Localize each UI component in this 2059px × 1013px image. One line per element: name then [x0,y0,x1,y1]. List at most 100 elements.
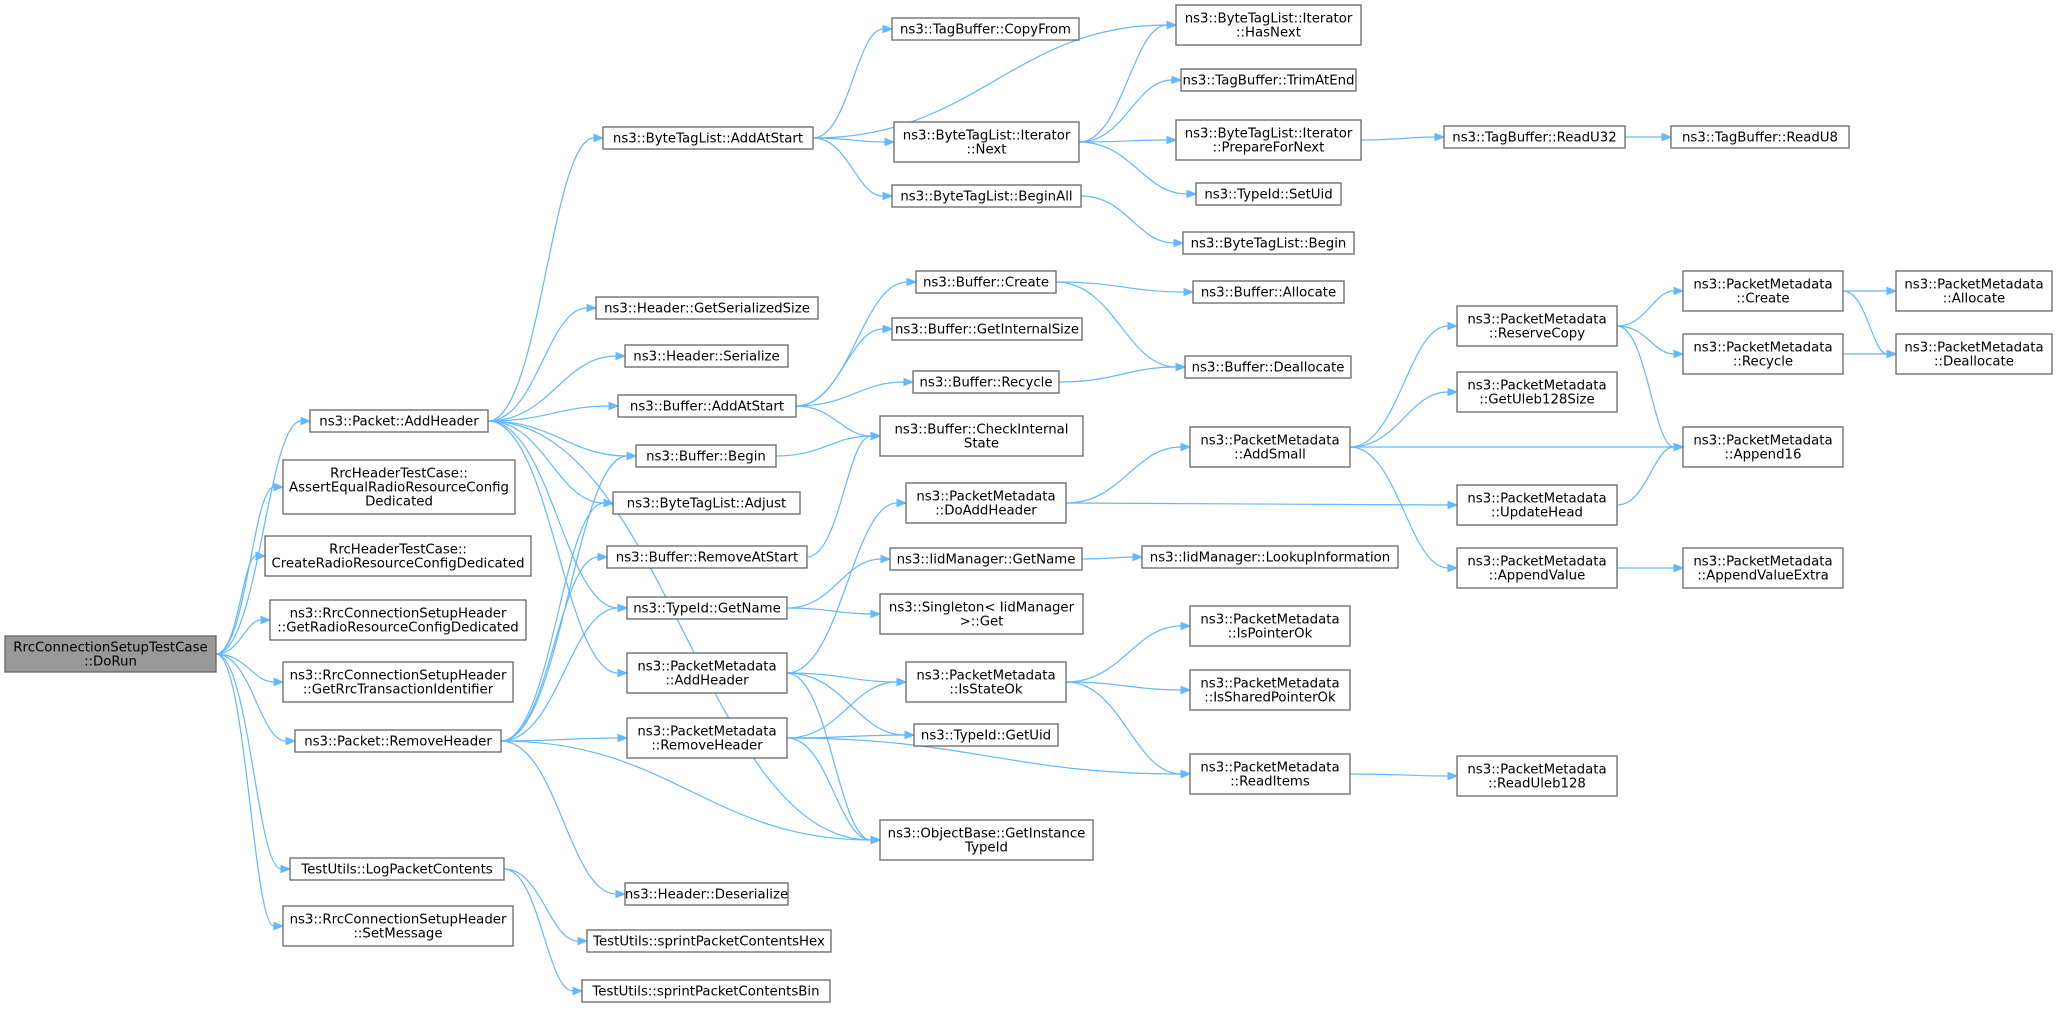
graph-node[interactable]: TestUtils::LogPacketContents [289,857,505,881]
graph-node[interactable]: ns3::PacketMetadata::GetUleb128Size [1456,371,1618,413]
graph-node[interactable]: ns3::Buffer::Allocate [1192,280,1345,304]
call-edge [1616,286,1685,327]
graph-node[interactable]: ns3::Buffer::AddAtStart [617,394,797,418]
graph-node[interactable]: ns3::Buffer::Deallocate [1184,355,1352,379]
graph-node[interactable]: ns3::Buffer::Begin [635,444,777,468]
graph-node[interactable]: ns3::TagBuffer::TrimAtEnd [1180,68,1357,92]
graph-node[interactable]: ns3::Buffer::Recycle [912,370,1060,394]
node-label: ::Allocate [1943,292,2005,307]
graph-node[interactable]: ns3::TypeId::GetUid [913,723,1059,747]
node-box [581,979,831,1003]
graph-node[interactable]: ns3::PacketMetadata::Recycle [1682,333,1844,375]
node-box [1682,426,1844,468]
graph-node[interactable]: ns3::ByteTagList::Adjust [612,491,801,515]
graph-node[interactable]: ns3::ByteTagList::BeginAll [891,184,1082,208]
call-edge [795,377,915,407]
node-label: ns3::PacketMetadata [1467,379,1606,394]
node-box [626,652,788,694]
node-label: ns3::ByteTagList::Iterator [903,129,1071,144]
graph-node[interactable]: ns3::RrcConnectionSetupHeader::GetRrcTra… [282,661,514,703]
graph-node[interactable]: ns3::PacketMetadata::IsPointerOk [1189,605,1351,647]
graph-node[interactable]: ns3::Header::Serialize [624,344,789,368]
graph-node[interactable]: TestUtils::sprintPacketContentsHex [586,929,832,953]
node-label: RrcHeaderTestCase:: [330,467,468,482]
node-label: ns3::PacketMetadata [637,725,776,740]
node-box [891,317,1083,341]
graph-node[interactable]: ns3::Packet::AddHeader [309,409,489,433]
graph-node[interactable]: ns3::PacketMetadata::Deallocate [1895,333,2053,375]
graph-node[interactable]: ns3::ByteTagList::AddAtStart [602,126,814,150]
graph-node[interactable]: ns3::Buffer::RemoveAtStart [606,545,808,569]
graph-node[interactable]: ns3::RrcConnectionSetupHeader::SetMessag… [282,905,514,947]
graph-node[interactable]: ns3::PacketMetadata::Append16 [1682,426,1844,468]
call-edge [1349,771,1459,781]
graph-node[interactable]: ns3::TagBuffer::CopyFrom [891,17,1080,41]
graph-node[interactable]: ns3::PacketMetadata::ReadItems [1189,753,1351,795]
graph-node[interactable]: ns3::PacketMetadata::AppendValue [1456,547,1618,589]
graph-node[interactable]: ns3::PacketMetadata::IsSharedPointerOk [1189,669,1351,711]
call-edge [1624,132,1673,142]
node-label: ::Create [1736,292,1789,307]
graph-node[interactable]: ns3::PacketMetadata::Allocate [1895,270,2053,312]
graph-node[interactable]: ns3::ByteTagList::Iterator::PrepareForNe… [1175,119,1362,161]
graph-node[interactable]: ns3::ByteTagList::Iterator::HasNext [1175,4,1362,46]
graph-node[interactable]: ns3::PacketMetadata::IsStateOk [905,661,1067,703]
graph-node[interactable]: ns3::PacketMetadata::Create [1682,270,1844,312]
node-box [1443,125,1626,149]
call-edge [812,137,894,201]
node-label: ::DoRun [84,655,137,670]
graph-node[interactable]: ns3::Header::GetSerializedSize [595,296,819,320]
graph-node-root[interactable]: RrcConnectionSetupTestCase::DoRun [4,635,217,673]
graph-node[interactable]: TestUtils::sprintPacketContentsBin [581,979,831,1003]
node-box [1682,547,1844,589]
graph-node[interactable]: ns3::ByteTagList::Iterator::Next [893,121,1080,163]
graph-node[interactable]: ns3::PacketMetadata::ReadUleb128 [1456,755,1618,797]
graph-node[interactable]: ns3::ByteTagList::Begin [1182,231,1355,255]
node-box [1456,305,1618,347]
graph-node[interactable]: ns3::PacketMetadata::UpdateHead [1456,484,1618,526]
graph-node[interactable]: ns3::PacketMetadata::ReserveCopy [1456,305,1618,347]
call-edge [1078,141,1198,199]
node-box [1192,280,1345,304]
node-box [617,394,797,418]
call-edge [487,420,629,613]
node-label: TypeId [964,841,1008,856]
node-layer: RrcConnectionSetupTestCase::DoRunns3::Pa… [4,4,2053,1003]
node-label: ::AddHeader [665,674,749,689]
graph-node[interactable]: RrcHeaderTestCase::CreateRadioResourceCo… [264,535,532,577]
graph-node[interactable]: RrcHeaderTestCase::AssertEqualRadioResou… [282,459,516,515]
graph-node[interactable]: ns3::Packet::RemoveHeader [294,729,502,753]
graph-node[interactable]: ns3::RrcConnectionSetupHeader::GetRadioR… [269,599,527,641]
graph-node[interactable]: ns3::TypeId::SetUid [1195,182,1342,206]
node-box [282,459,516,515]
graph-node[interactable]: ns3::TypeId::GetName [626,596,788,620]
graph-node[interactable]: ns3::PacketMetadata::DoAddHeader [905,482,1067,524]
node-label: ns3::Buffer::Allocate [1201,286,1336,301]
graph-node[interactable]: ns3::PacketMetadata::RemoveHeader [626,717,788,759]
call-edge [1078,20,1178,143]
node-box [1895,270,2053,312]
graph-node[interactable]: ns3::IidManager::LookupInformation [1141,545,1399,569]
graph-node[interactable]: ns3::IidManager::GetName [889,547,1083,571]
node-box [1175,119,1362,161]
graph-node[interactable]: ns3::Singleton< IidManager>::Get [879,593,1084,635]
graph-node[interactable]: ns3::PacketMetadata::AddSmall [1189,426,1351,468]
graph-node[interactable]: ns3::Buffer::Create [915,270,1057,294]
call-edge [500,498,615,742]
call-edge [487,420,882,845]
node-label: ns3::Singleton< IidManager [889,601,1075,616]
node-label: ns3::PacketMetadata [1693,341,1832,356]
graph-node[interactable]: ns3::Buffer::GetInternalSize [891,317,1083,341]
graph-node[interactable]: ns3::Header::Deserialize [624,882,789,906]
graph-node[interactable]: ns3::PacketMetadata::AppendValueExtra [1682,547,1844,589]
call-edge [1065,500,1459,510]
node-label: ns3::PacketMetadata [1467,313,1606,328]
node-label: ns3::Buffer::CheckInternal [894,423,1068,438]
graph-node[interactable]: ns3::TagBuffer::ReadU32 [1443,125,1626,149]
node-label: ::Append16 [1725,448,1802,463]
graph-node[interactable]: ns3::TagBuffer::ReadU8 [1670,125,1850,149]
graph-node[interactable]: ns3::PacketMetadata::AddHeader [626,652,788,694]
